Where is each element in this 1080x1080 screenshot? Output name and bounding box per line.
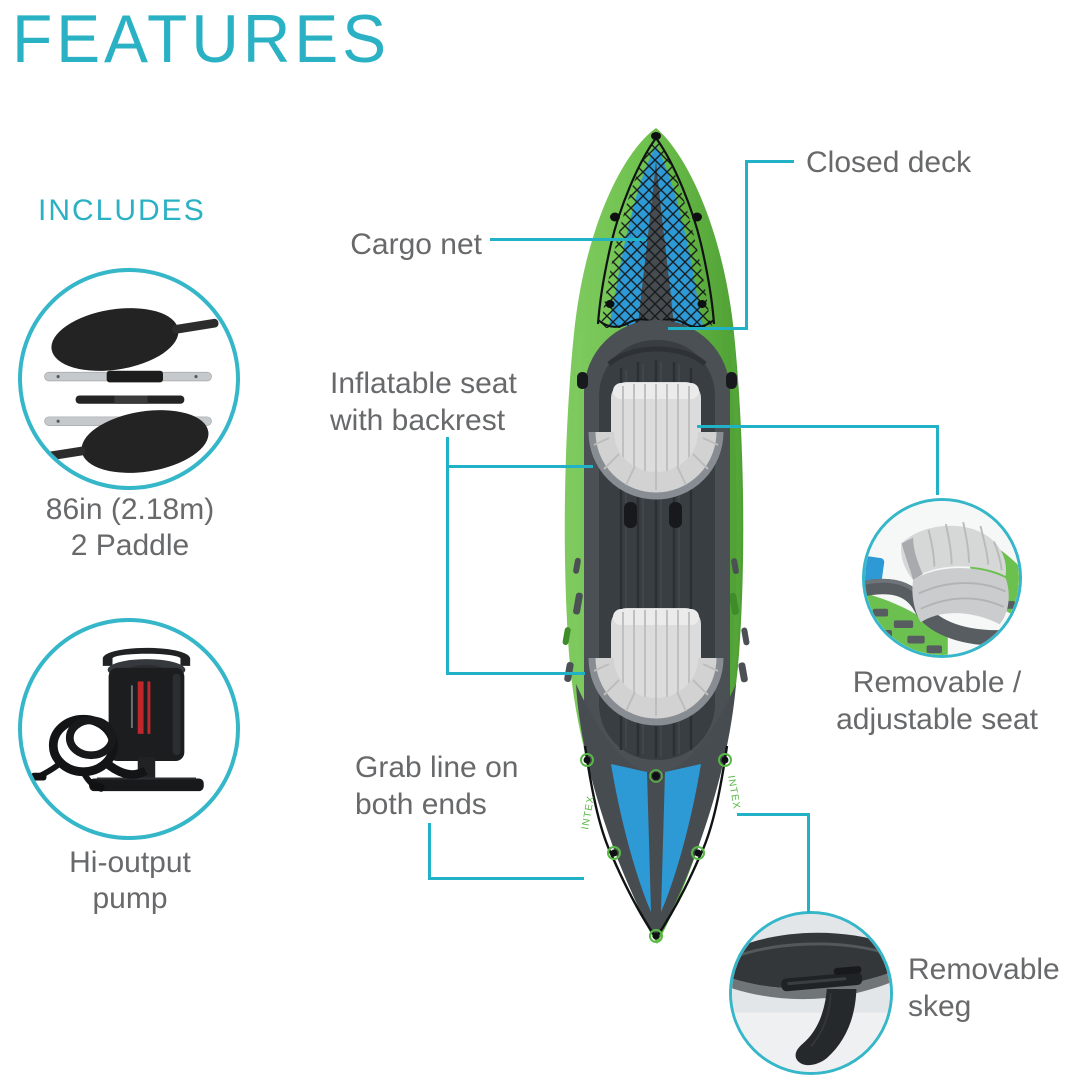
paddle-image-circle	[18, 268, 240, 490]
removable-seat-line-v	[936, 425, 939, 495]
grab-line-label: Grab line on both ends	[355, 751, 519, 821]
grab-line-rings	[580, 753, 732, 943]
brand-text-right: INTEX	[725, 775, 742, 811]
removable-skeg-line-v	[807, 813, 810, 913]
paddle-caption: 86in (2.18m) 2 Paddle	[45, 493, 215, 562]
page-title: FEATURES	[12, 1, 390, 77]
paddle-icon	[39, 308, 219, 473]
closed-deck-line-h2	[668, 327, 748, 330]
closed-deck-label: Closed deck	[806, 146, 972, 179]
inflatable-seat-label: Inflatable seat with backrest	[330, 367, 517, 437]
kayak-illustration: INTEX INTEX	[535, 124, 779, 948]
removable-skeg-line-h	[737, 813, 810, 816]
inflatable-seat-line-h1	[449, 465, 593, 468]
stern-blue-left	[611, 764, 651, 912]
skeg-image-circle	[729, 911, 893, 1075]
inflatable-seat-line-h2	[449, 672, 585, 675]
cargo-net	[599, 136, 713, 328]
pump-caption: Hi-output pump	[69, 846, 191, 915]
pump-image-circle	[18, 618, 240, 840]
cargo-net-label: Cargo net	[350, 228, 482, 261]
skeg-detail-icon	[732, 914, 890, 1072]
seat-detail-icon	[865, 501, 1019, 655]
closed-deck-line-v	[745, 160, 748, 330]
removable-skeg-label: Removable skeg	[908, 953, 1060, 1023]
grab-line-line-h	[428, 877, 584, 880]
grab-line-line-v	[428, 823, 431, 880]
seat-image-circle	[862, 498, 1022, 658]
removable-seat-label: Removable / adjustable seat	[836, 666, 1038, 736]
brand-text-left: INTEX	[580, 795, 597, 831]
inflatable-seat-line-v	[446, 437, 449, 675]
cargo-net-line	[490, 238, 646, 241]
inflatable-seat	[588, 382, 724, 500]
closed-deck-line-h1	[748, 160, 794, 163]
removable-seat-line-h	[697, 425, 939, 428]
stern-blue-right	[661, 764, 701, 912]
pump-icon	[30, 647, 204, 792]
includes-heading: INCLUDES	[38, 194, 206, 227]
stern-deck	[576, 684, 736, 940]
